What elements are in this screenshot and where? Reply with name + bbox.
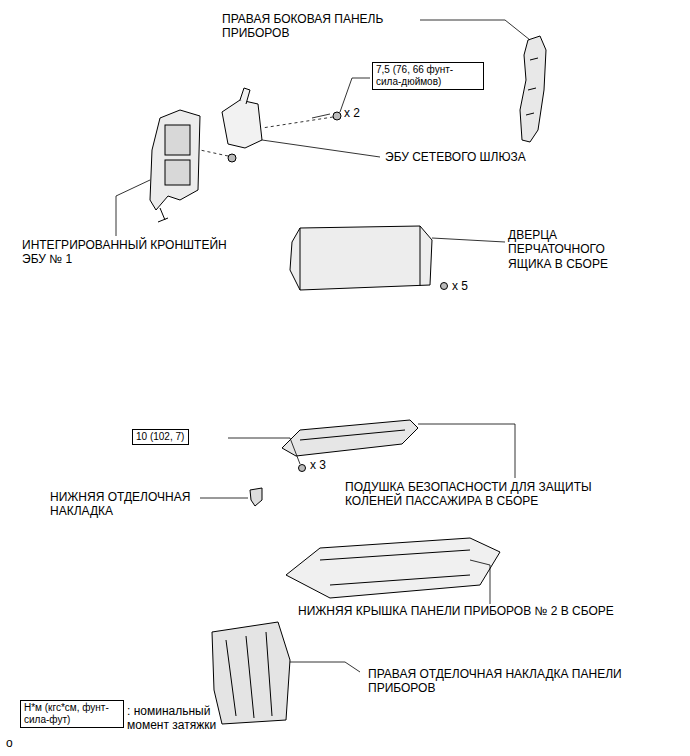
part-name: ПРАВАЯ БОКОВАЯ ПАНЕЛЬ ПРИБОРОВ — [222, 12, 402, 41]
legend-text: : номинальный момент затяжки — [127, 704, 247, 733]
torque-box: Н*м (кгс*см, фунт-сила-фут) — [20, 700, 124, 728]
quantity-mark: x 2 — [344, 106, 360, 120]
torque-text: Н*м (кгс*см, фунт-сила-фут) — [24, 702, 120, 726]
torque-text: 7,5 (76, 66 фунт- сила-дюймов) — [376, 64, 480, 88]
part-name: НИЖНЯЯ ОТДЕЛОЧНАЯ НАКЛАДКА — [50, 490, 210, 519]
quantity-mark: x 3 — [310, 458, 326, 472]
part-name: ИНТЕГРИРОВАННЫЙ КРОНШТЕЙН ЭБУ № 1 — [22, 238, 252, 267]
torque-text: 10 (102, 7) — [136, 431, 185, 443]
quantity-mark: x 5 — [452, 279, 468, 293]
part-name: НИЖНЯЯ КРЫШКА ПАНЕЛИ ПРИБОРОВ № 2 В СБОР… — [298, 604, 614, 618]
torque-box: 7,5 (76, 66 фунт- сила-дюймов) — [372, 62, 484, 90]
part-name: ПРАВАЯ ОТДЕЛОЧНАЯ НАКЛАДКА ПАНЕЛИ ПРИБОР… — [368, 667, 658, 696]
torque-box: 10 (102, 7) — [132, 429, 189, 445]
part-name: ПОДУШКА БЕЗОПАСНОСТИ ДЛЯ ЗАЩИТЫ КОЛЕНЕЙ … — [345, 480, 645, 509]
part-name: ДВЕРЦА ПЕРЧАТОЧНОГО ЯЩИКА В СБОРЕ — [508, 228, 638, 271]
part-name: ЭБУ СЕТЕВОГО ШЛЮЗА — [385, 150, 526, 164]
part-name: o — [6, 736, 13, 750]
